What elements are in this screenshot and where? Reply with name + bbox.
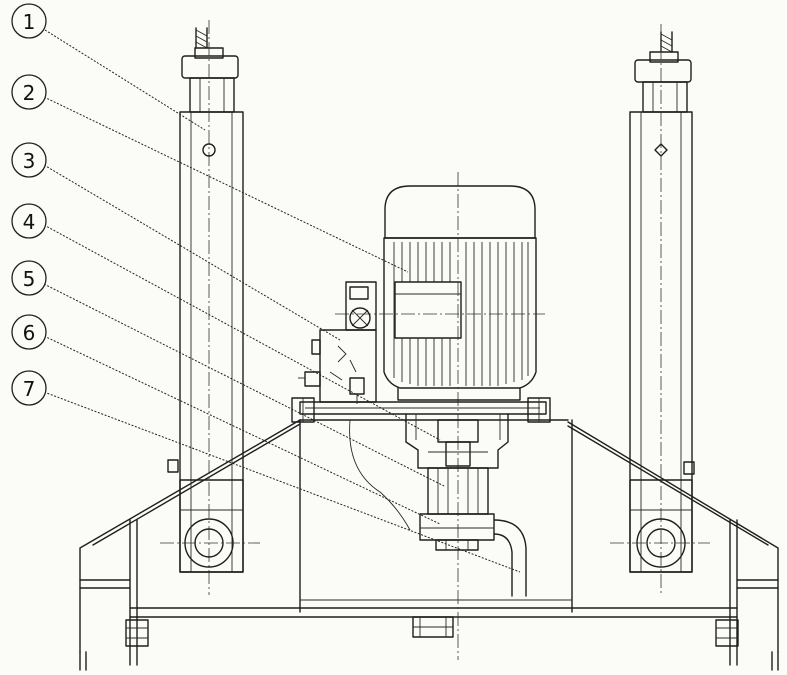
callout-6-label: 6 [23, 321, 36, 345]
callout-5-label: 5 [23, 267, 36, 291]
callout-4: 4 [11, 203, 47, 239]
leader-5 [43, 283, 445, 487]
callout-7-label: 7 [23, 377, 36, 401]
leader-7 [43, 391, 521, 573]
leader-2 [43, 96, 409, 273]
pump-assembly [349, 413, 527, 597]
leader-lines [43, 29, 521, 573]
callout-3: 3 [11, 142, 47, 178]
callout-2-label: 2 [23, 81, 36, 105]
callout-3-label: 3 [23, 149, 36, 173]
callout-2: 2 [11, 74, 47, 110]
valve-block [298, 281, 377, 404]
callout-4-label: 4 [23, 210, 36, 234]
left-lift-column [160, 20, 260, 595]
mounting-plate [291, 397, 551, 423]
callout-1: 1 [11, 3, 47, 39]
leader-6 [43, 335, 441, 525]
leader-3 [43, 164, 341, 341]
callout-5: 5 [11, 260, 47, 296]
callout-1-label: 1 [23, 10, 36, 34]
callout-6: 6 [11, 314, 47, 350]
base-frame [79, 419, 779, 671]
leader-1 [44, 29, 206, 131]
electric-motor [335, 172, 545, 660]
leader-4 [43, 224, 441, 441]
callout-7: 7 [11, 370, 47, 406]
right-lift-column [610, 24, 710, 595]
